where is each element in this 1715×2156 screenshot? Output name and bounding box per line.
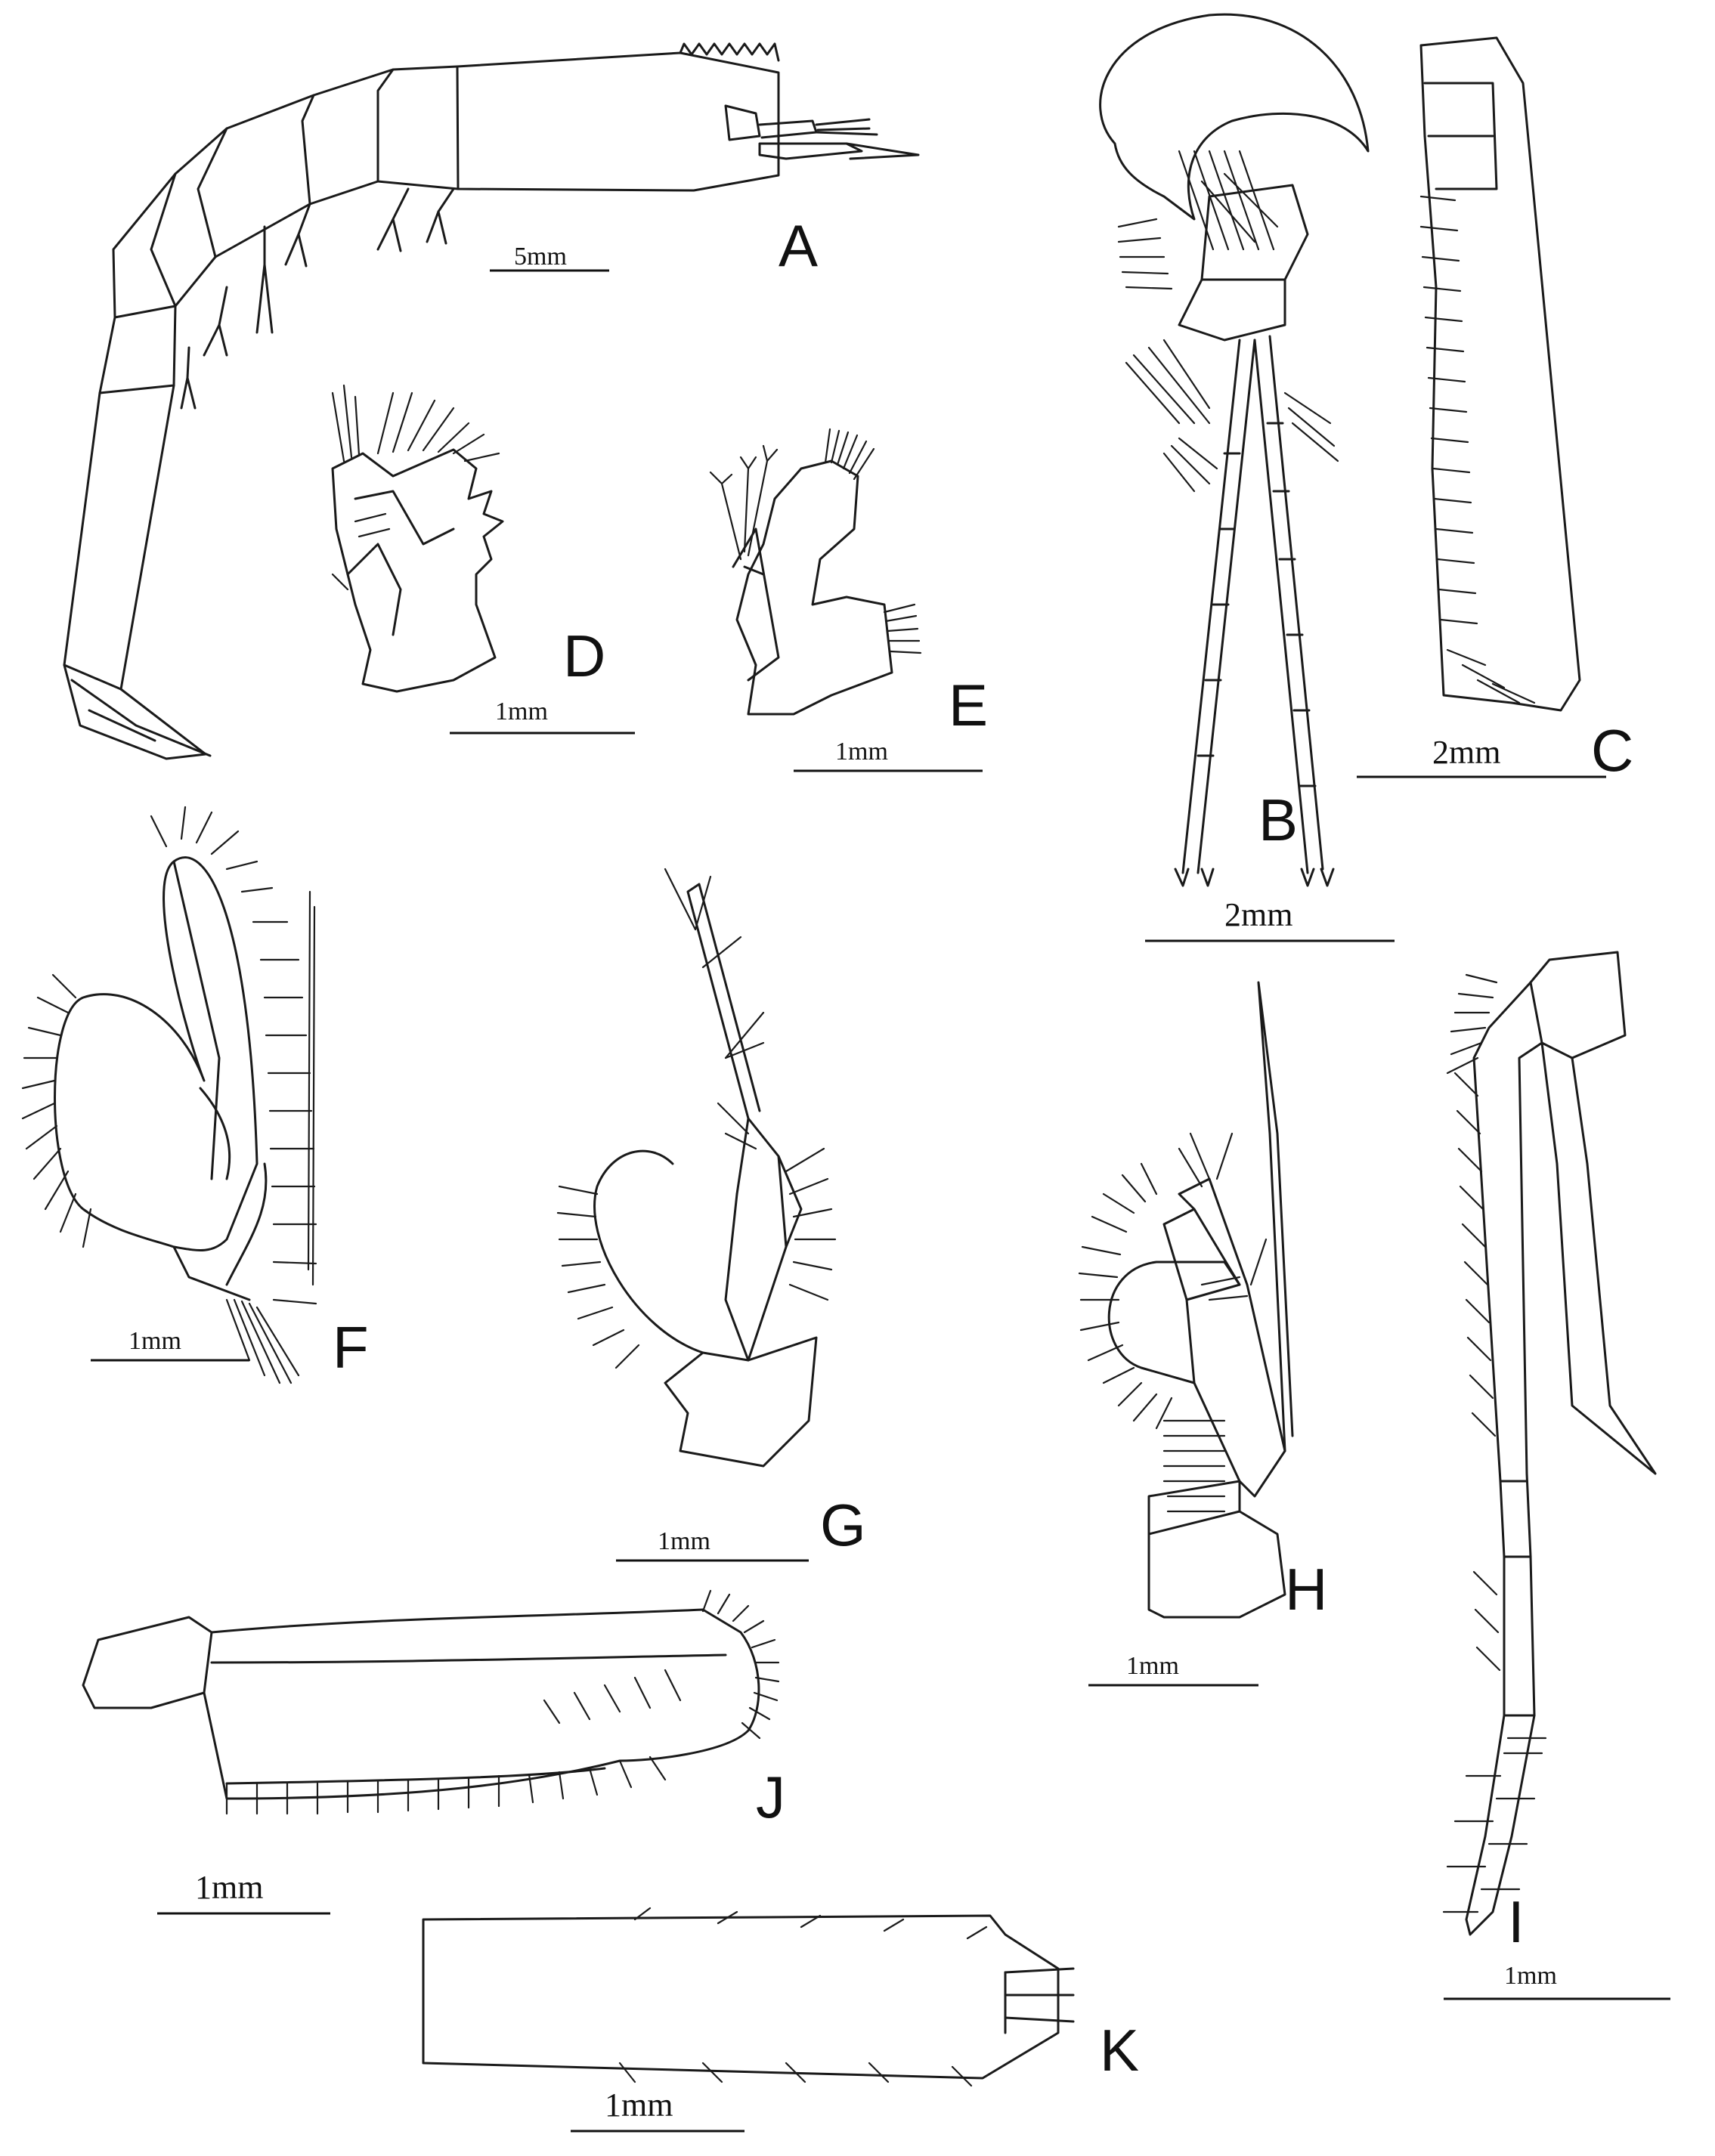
maxilliped-three-outline — [1465, 951, 1657, 1936]
panel-d-scale-label: 1mm — [495, 698, 548, 725]
panel-h: H 1mm — [1078, 981, 1327, 1687]
panel-d: D 1mm — [331, 384, 635, 735]
panel-f-scale-label: 1mm — [128, 1327, 181, 1355]
panel-b-label: B — [1258, 787, 1298, 853]
panel-j-scale-label: 1mm — [195, 1869, 263, 1906]
shrimp-body-outline — [63, 42, 920, 760]
panel-c-label: C — [1591, 717, 1633, 784]
panel-j: J 1mm — [82, 1589, 785, 1915]
dactylus-outline — [422, 1914, 1075, 2080]
panel-c: C 2mm — [1357, 36, 1633, 784]
panel-k: K 1mm — [422, 1907, 1139, 2133]
panel-i-label: I — [1508, 1888, 1525, 1955]
panel-d-label: D — [563, 623, 605, 689]
pleopod-outline — [82, 1608, 760, 1800]
panel-k-scale-label: 1mm — [605, 2086, 673, 2124]
panel-i: I 1mm — [1442, 951, 1670, 2000]
panel-e-label: E — [949, 672, 988, 738]
panel-e: E 1mm — [709, 428, 988, 772]
panel-a-label: A — [779, 212, 818, 279]
panel-a: A 5mm — [63, 42, 920, 760]
antennule-outline — [1099, 13, 1370, 887]
panel-a-scale-label: 5mm — [514, 243, 567, 271]
panel-i-scale-label: 1mm — [1504, 1962, 1557, 1990]
scaphocerite-setae — [1419, 195, 1536, 704]
panel-j-label: J — [756, 1764, 785, 1830]
mandible-setae — [331, 384, 500, 591]
pleopod-setae — [225, 1589, 780, 1815]
panel-b-scale-label: 2mm — [1224, 896, 1292, 933]
panel-h-label: H — [1285, 1556, 1327, 1622]
mandible-outline — [331, 448, 504, 693]
maxilliped-two-outline — [1107, 981, 1294, 1619]
panel-g-scale-label: 1mm — [658, 1527, 710, 1555]
antennule-setae — [1117, 150, 1339, 493]
panel-c-scale-label: 2mm — [1432, 734, 1500, 771]
panel-f-label: F — [333, 1314, 369, 1381]
maxilla-outline — [54, 856, 268, 1301]
panel-b: B 2mm — [1099, 13, 1395, 942]
maxilliped-three-setae — [1442, 973, 1547, 1913]
scaphocerite-outline — [1419, 36, 1581, 712]
maxilliped-two-setae — [1078, 1132, 1268, 1513]
maxilliped-one-setae — [556, 868, 837, 1369]
panel-k-label: K — [1100, 2017, 1139, 2083]
maxillule-setae — [709, 428, 922, 654]
panel-g-label: G — [820, 1492, 866, 1558]
maxilla-setae — [21, 806, 317, 1384]
panel-f: F 1mm — [21, 806, 369, 1384]
dactylus-spines — [618, 1907, 988, 2087]
panel-h-scale-label: 1mm — [1126, 1652, 1179, 1680]
panel-g: G 1mm — [556, 868, 866, 1562]
panel-e-scale-label: 1mm — [835, 738, 888, 766]
